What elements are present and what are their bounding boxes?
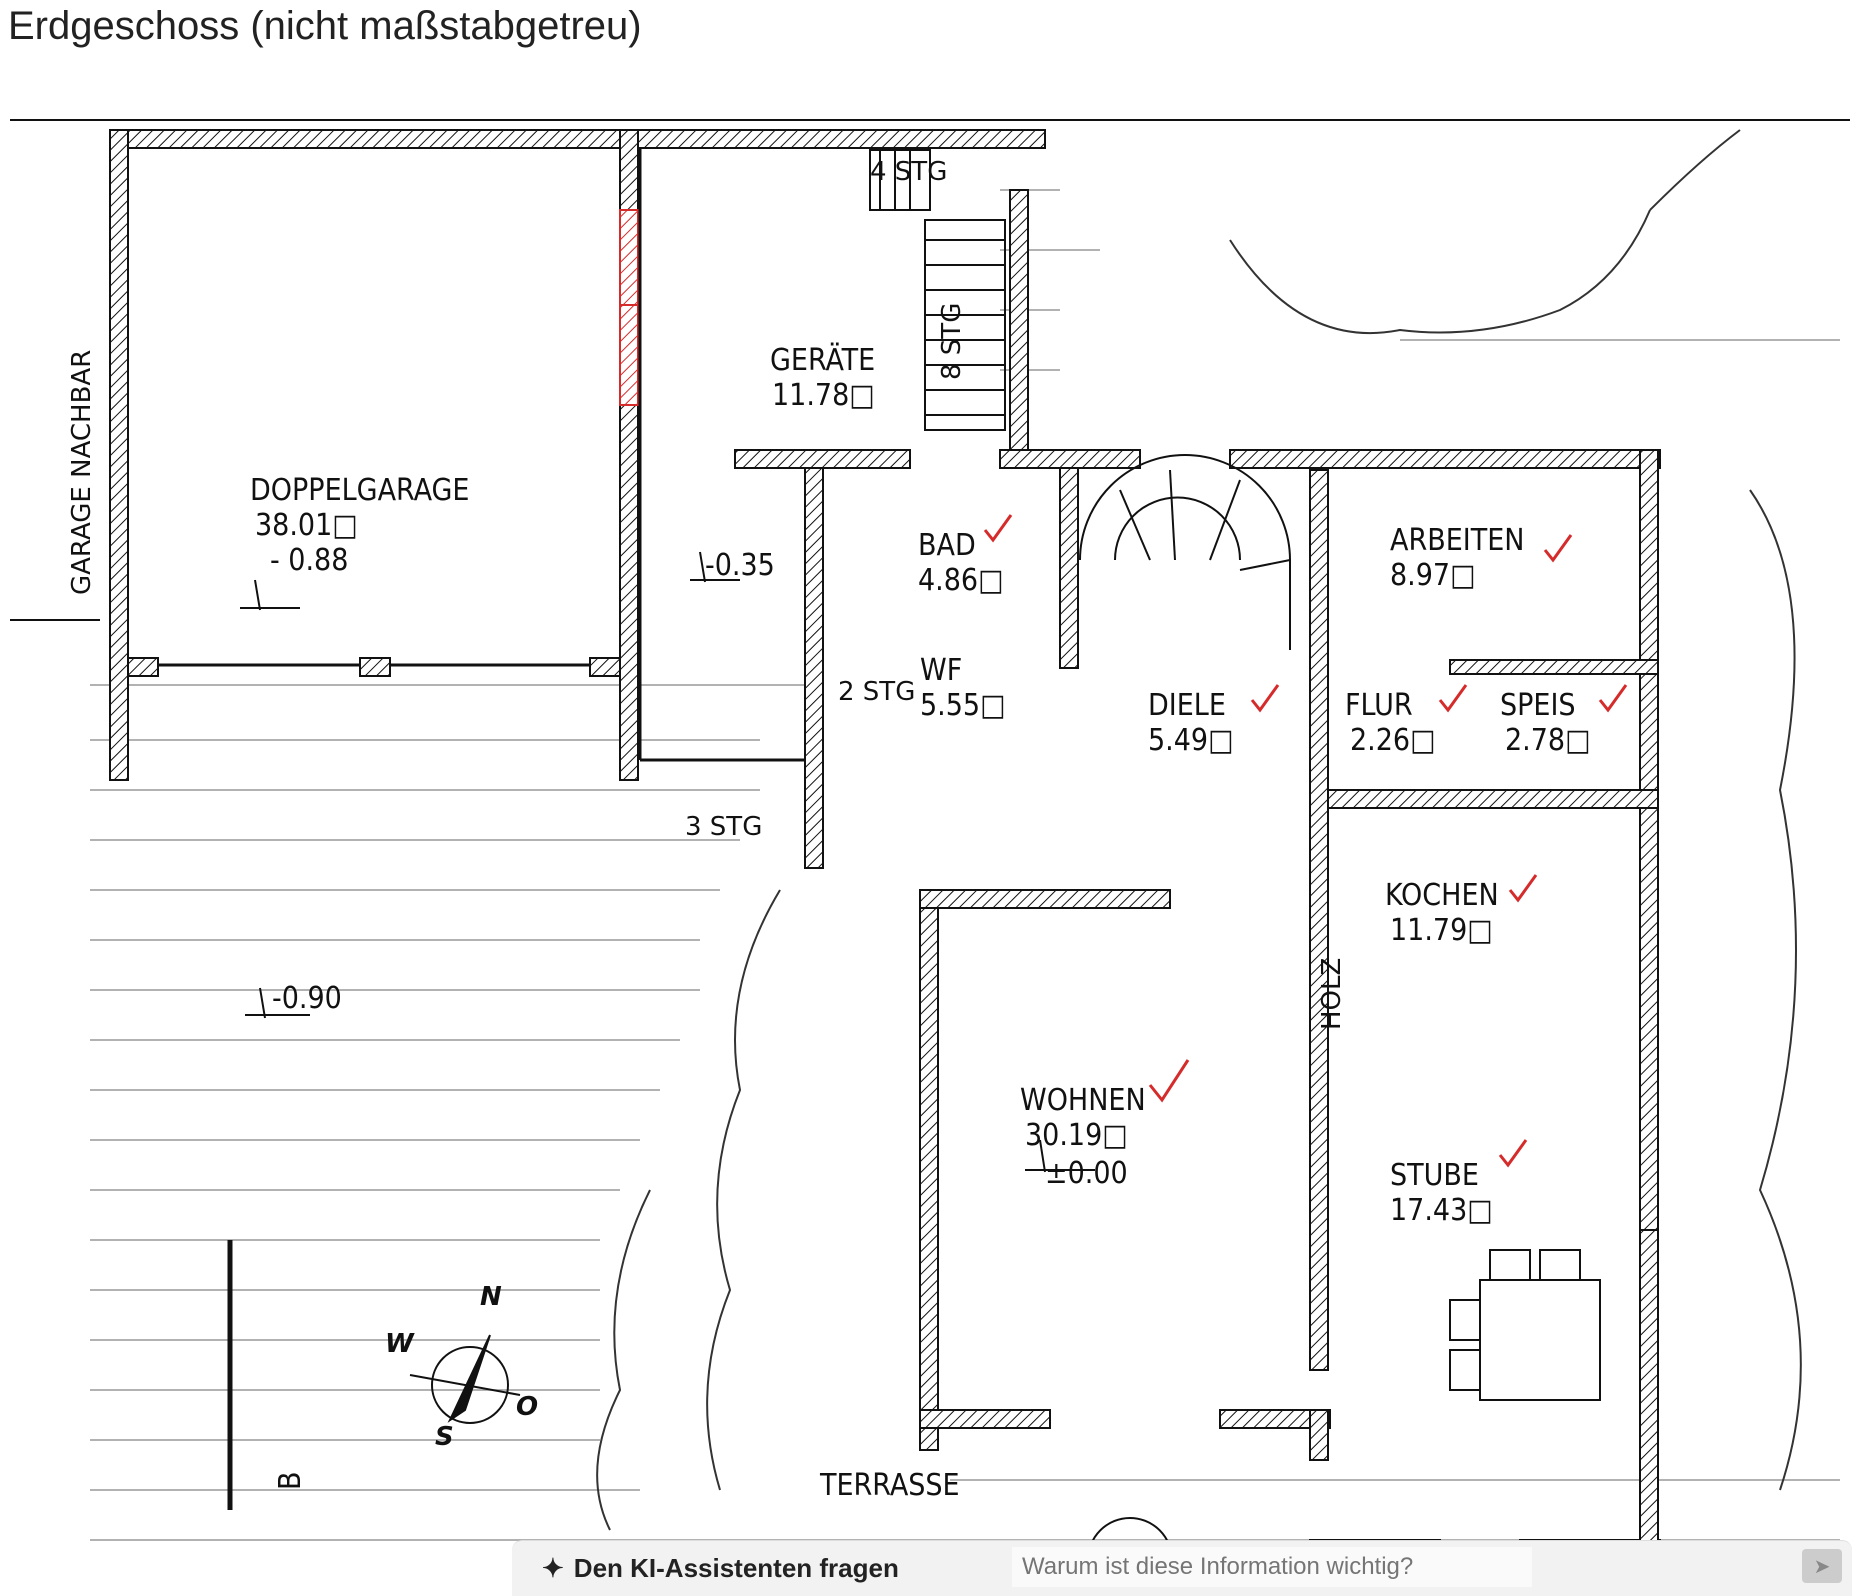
terrasse-label: TERRASSE	[819, 1468, 960, 1503]
geraete-walls	[638, 148, 1661, 1261]
stairs-3-label: 3 STG	[685, 812, 762, 842]
vegetation	[596, 129, 1802, 1531]
room-diele-name: DIELE	[1148, 688, 1226, 723]
room-stube-area: 17.43□	[1390, 1193, 1493, 1228]
level-035-label: -0.35	[705, 548, 775, 583]
ai-assistant-button-label: Den KI-Assistenten fragen	[573, 1553, 899, 1583]
dining-table	[1087, 1249, 1601, 1595]
bad-wf-walls	[804, 467, 1661, 1559]
room-bad-name: BAD	[918, 528, 976, 563]
room-wf-area: 5.55□	[920, 688, 1006, 723]
level-markers	[240, 551, 1095, 1173]
room-wohnen-name: WOHNEN	[1020, 1083, 1146, 1118]
room-arbeiten-name: ARBEITEN	[1390, 523, 1524, 558]
stairs-4-label: 4 STG	[870, 157, 947, 187]
room-flur-name: FLUR	[1345, 688, 1413, 723]
spiral-stairs	[1079, 454, 1291, 650]
room-geraete-name: GERÄTE	[770, 342, 875, 378]
garage-nachbar-label: GARAGE NACHBAR	[67, 350, 97, 595]
compass-w-label: W	[385, 1329, 415, 1359]
compass-o-label: O	[516, 1392, 538, 1422]
room-stube-name: STUBE	[1390, 1158, 1479, 1193]
floor-plan: DOPPELGARAGE 38.01□ - 0.88 GERÄTE 11.78□…	[10, 119, 1850, 1595]
stairs	[869, 149, 1006, 431]
room-kochen-name: KOCHEN	[1385, 878, 1499, 913]
room-speis-area: 2.78□	[1505, 723, 1591, 758]
ai-assistant-button[interactable]: ✦ Den KI-Assistenten fragen	[542, 1553, 899, 1584]
room-wohnen-area: 30.19□	[1025, 1118, 1128, 1153]
compass-s-label: S	[435, 1422, 454, 1452]
ai-sparkle-icon: ✦	[542, 1553, 564, 1583]
send-icon[interactable]: ➤	[1802, 1549, 1842, 1583]
ai-question-input[interactable]	[1012, 1547, 1532, 1587]
compass-n-label: N	[480, 1282, 502, 1312]
room-wf-name: WF	[920, 653, 962, 688]
ai-assistant-bar: ✦ Den KI-Assistenten fragen ➤	[512, 1540, 1852, 1596]
room-flur-area: 2.26□	[1350, 723, 1436, 758]
room-speis-name: SPEIS	[1500, 688, 1576, 723]
room-geraete-area: 11.78□	[772, 378, 875, 413]
terrace-decking	[90, 189, 1840, 1541]
level-090-label: -0.90	[272, 981, 342, 1016]
garage-walls	[109, 129, 1046, 781]
compass	[409, 1334, 521, 1424]
room-arbeiten-area: 8.97□	[1390, 558, 1476, 593]
room-bad-area: 4.86□	[918, 563, 1004, 598]
holz-label: HOLZ	[1317, 958, 1347, 1030]
room-wohnen-level: ±0.00	[1045, 1156, 1128, 1191]
stairs-2-label: 2 STG	[838, 677, 915, 707]
stairs-8-label: 8 STG	[937, 303, 967, 380]
room-kochen-area: 11.79□	[1390, 913, 1493, 948]
section-b-label: B	[273, 1471, 308, 1490]
page-title: Erdgeschoss (nicht maßstabgetreu)	[8, 4, 642, 48]
check-marks	[983, 514, 1628, 1168]
room-diele-area: 5.49□	[1148, 723, 1234, 758]
room-doppelgarage-level: - 0.88	[270, 543, 348, 578]
room-doppelgarage-area: 38.01□	[255, 508, 358, 543]
room-doppelgarage-name: DOPPELGARAGE	[250, 473, 469, 508]
